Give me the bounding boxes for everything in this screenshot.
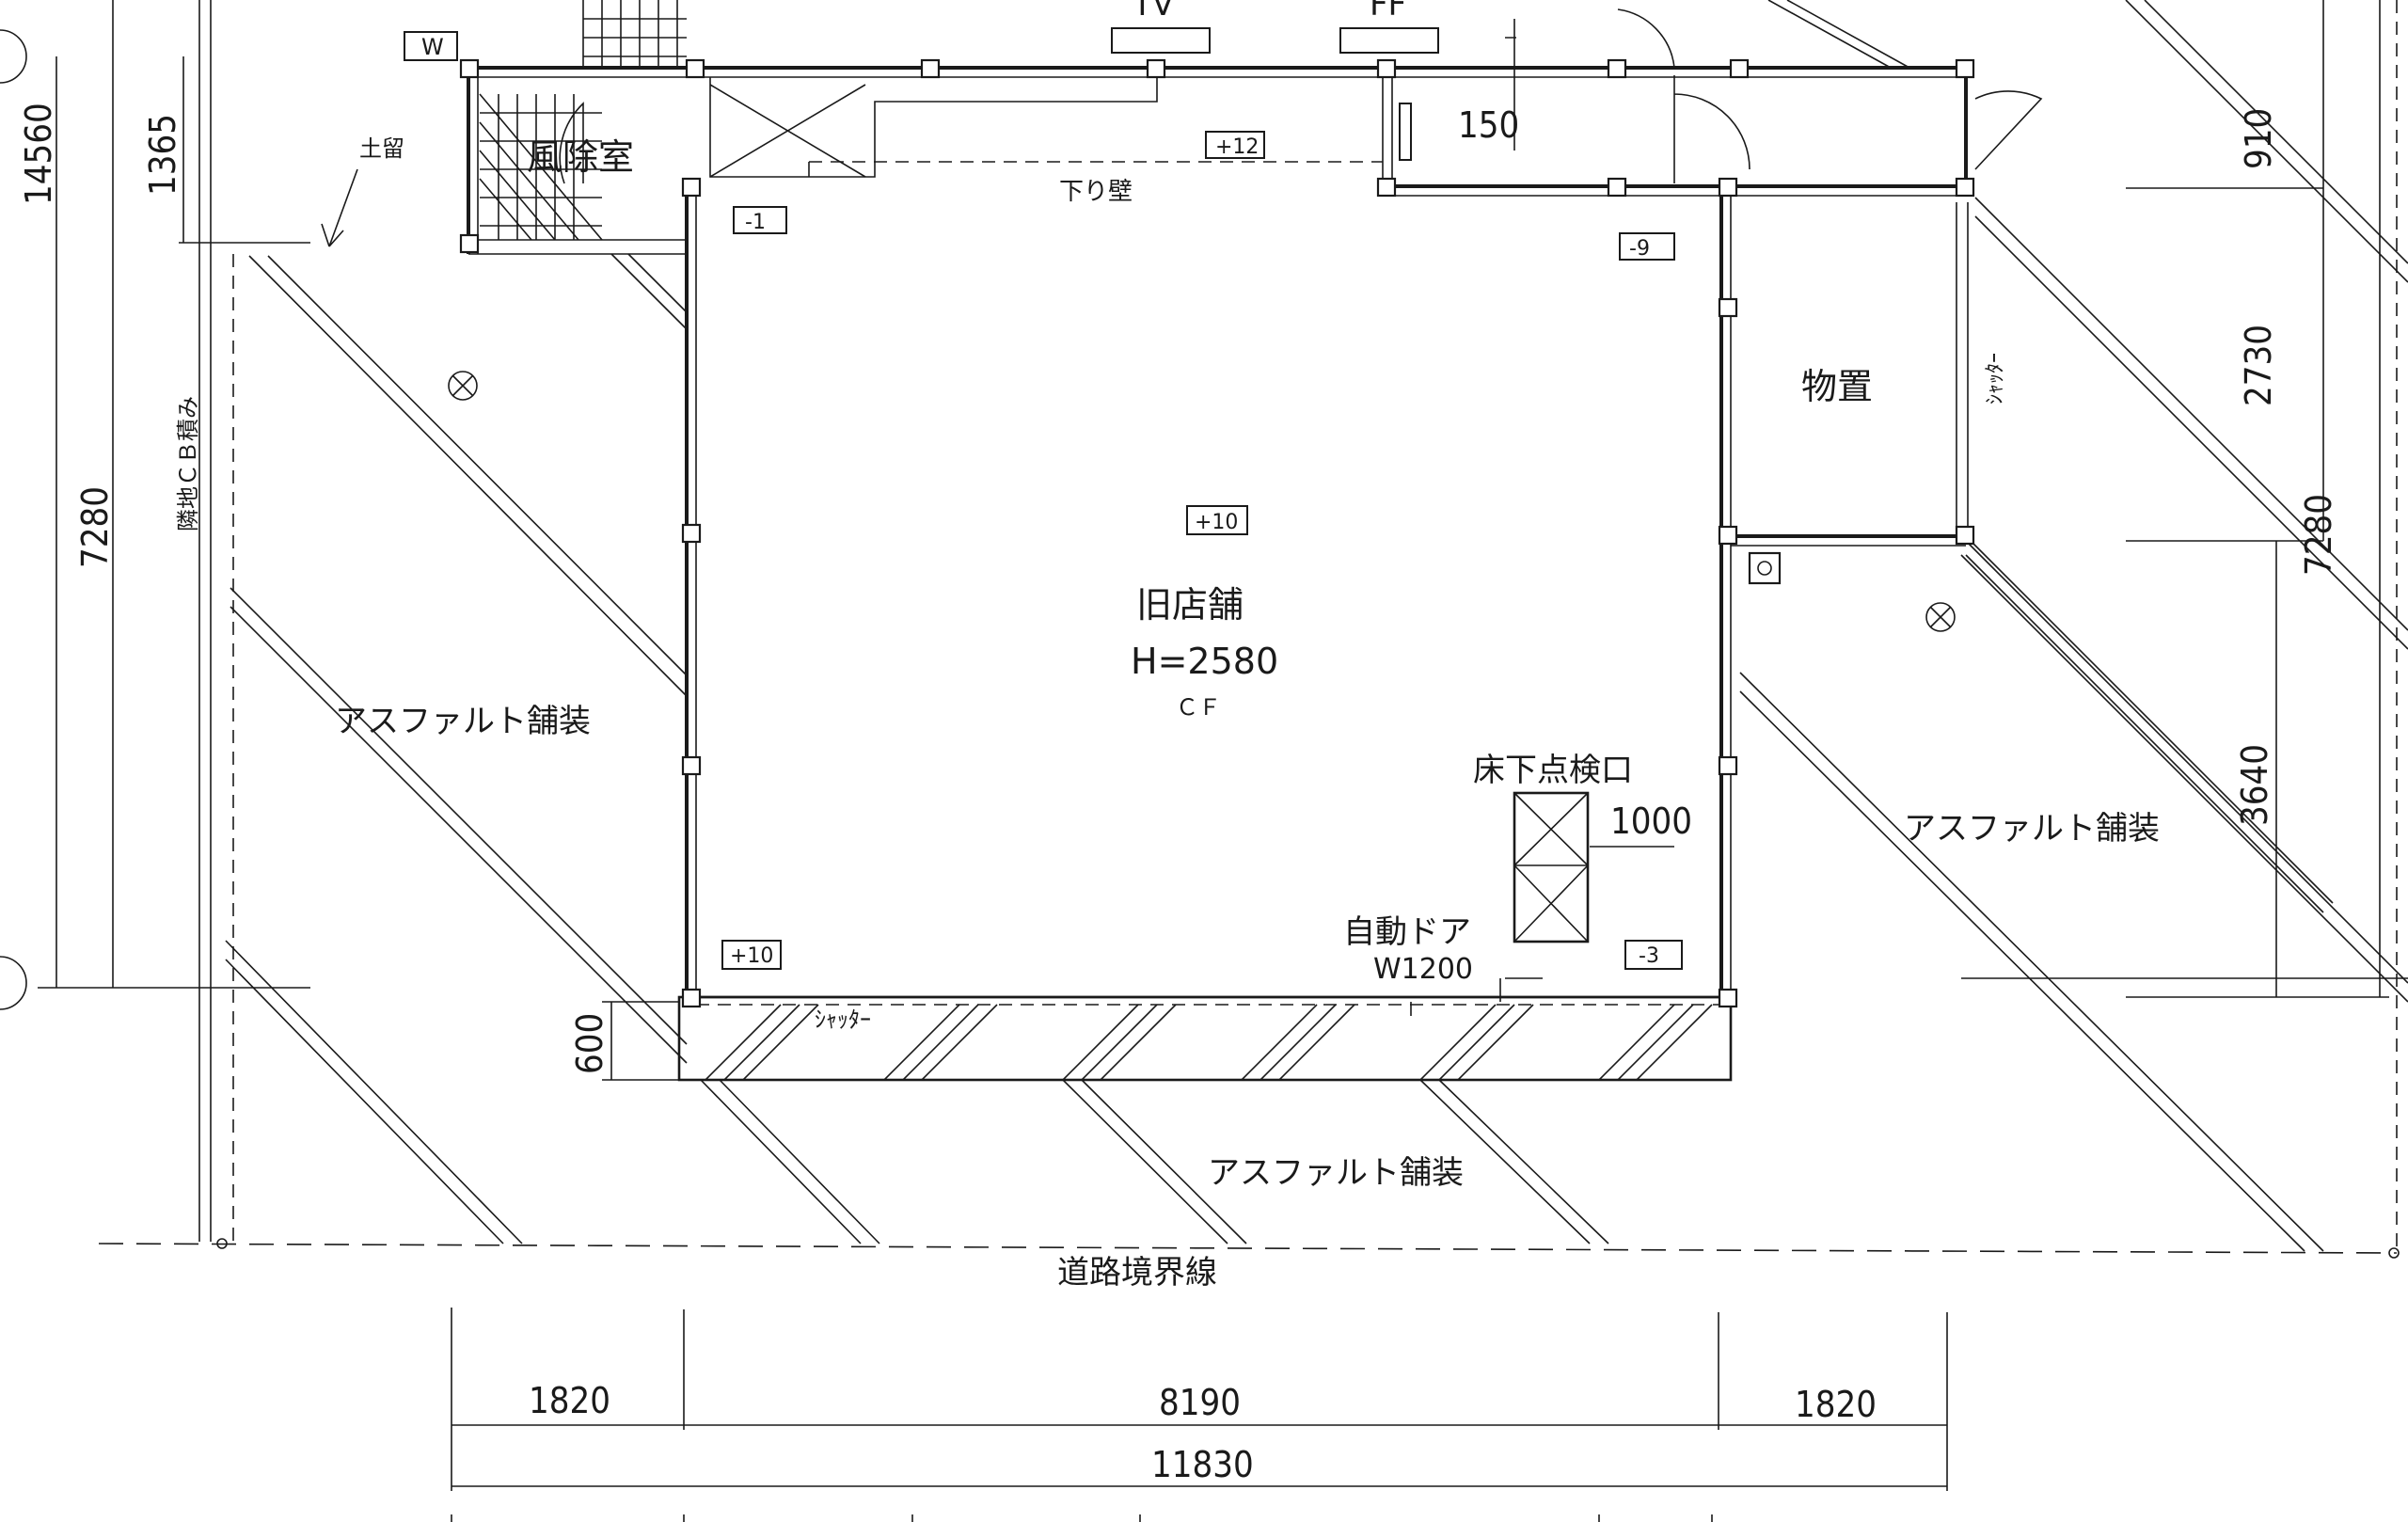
room-labels: 旧店舗 H=2580 ＣＦ 物置 風除室 アスファルト舗装 アスファルト舗装 ア… — [175, 0, 2160, 1292]
ceiling-height-label: H=2580 — [1131, 641, 1278, 682]
dim-2730: 2730 — [2238, 325, 2279, 406]
level-tag-minus1: -1 — [745, 211, 766, 234]
level-tag-minus9: -9 — [1629, 237, 1650, 261]
asphalt-left-label: アスファルト舗装 — [335, 703, 591, 740]
dim-8190: 8190 — [1159, 1382, 1241, 1423]
left-boundary — [198, 0, 234, 1242]
front-shutter-label: ｼｬｯﾀｰ — [815, 1007, 871, 1033]
columns — [459, 58, 1975, 1008]
light-fixture-icon — [448, 371, 478, 401]
level-tag-minus3: -3 — [1639, 944, 1659, 968]
dim-1365: 1365 — [142, 114, 183, 196]
vestibule-label: 風除室 — [527, 136, 634, 178]
asphalt-right-label: アスファルト舗装 — [1904, 810, 2160, 848]
doors — [559, 8, 2043, 184]
dim-1820-right: 1820 — [1795, 1384, 1877, 1425]
dim-1000: 1000 — [1610, 801, 1692, 842]
level-tag-plus10-front: +10 — [730, 944, 773, 968]
hanging-wall-label: 下り壁 — [1059, 178, 1133, 206]
level-tag-plus12: +12 — [1215, 135, 1259, 159]
level-tag-plus10-center: +10 — [1195, 511, 1238, 534]
dim-3640: 3640 — [2234, 744, 2275, 826]
level-tags: -1 +12 -9 +10 +10 -3 W — [404, 31, 1683, 970]
auto-door-label: 自動ドア — [1343, 913, 1471, 951]
dim-600: 600 — [569, 1013, 610, 1074]
asphalt-bottom-label: アスファルト舗装 — [1208, 1154, 1464, 1192]
dim-11830: 11830 — [1151, 1444, 1254, 1485]
ceiling-finish-label: ＣＦ — [1176, 694, 1221, 721]
dimension-texts: 14560 1365 7280 600 910 2730 7280 3640 1… — [18, 103, 2339, 1485]
dim-1820-left: 1820 — [529, 1380, 610, 1421]
light-fixture-icons — [448, 371, 1956, 632]
auto-door-width-label: W1200 — [1373, 953, 1473, 986]
underfloor-hatch-symbol — [1513, 791, 1674, 943]
retaining-label: 土留 — [359, 135, 404, 162]
dim-7280-left: 7280 — [74, 486, 116, 568]
light-fixture-icon — [1925, 602, 1956, 632]
store-walls — [467, 66, 1971, 1006]
neighbor-cb-label: 隣地ＣＢ積み — [175, 396, 201, 531]
dim-7280-right: 7280 — [2298, 494, 2339, 576]
tv-label: TV — [1132, 0, 1174, 24]
vestibule-tiles — [479, 0, 687, 241]
ff-label: FF — [1370, 0, 1406, 24]
w-mark: W — [421, 34, 444, 60]
old-store-label: 旧店舗 — [1136, 584, 1244, 626]
dim-150: 150 — [1458, 104, 1519, 146]
road-boundary-line — [98, 1243, 2398, 1254]
dim-910: 910 — [2238, 108, 2279, 169]
underfloor-hatch-label: 床下点検口 — [1473, 752, 1633, 789]
side-shutter-label: ｼｬｯﾀｰ — [1984, 353, 2007, 404]
asphalt-hatch — [225, 0, 2408, 1252]
dim-14560: 14560 — [18, 103, 59, 205]
storage-label: 物置 — [1801, 366, 1873, 407]
road-boundary-label: 道路境界線 — [1057, 1254, 1217, 1292]
